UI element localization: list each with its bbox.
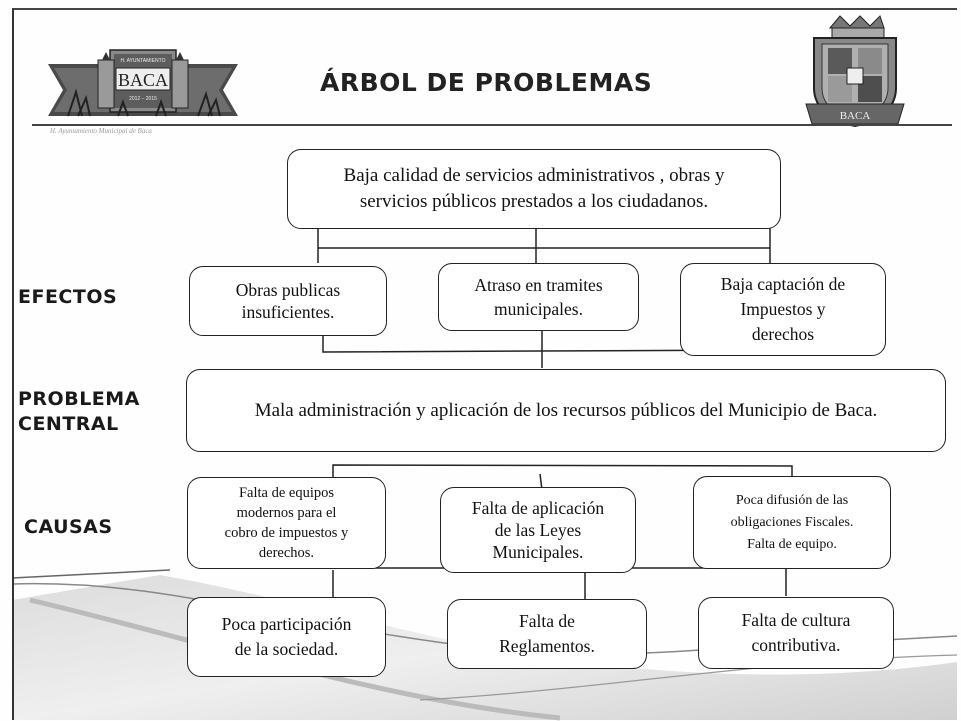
top-effect-box: Baja calidad de servicios administrativo… (287, 149, 781, 229)
root-cause-box-2: Falta de Reglamentos. (447, 599, 647, 669)
cause-2-line1: Falta de aplicación (471, 498, 605, 518)
root-cause-2-line1: Falta de (519, 611, 575, 631)
baca-municipal-logo: BACA H. AYUNTAMIENTO 2012 – 2015 (48, 49, 238, 117)
effect-2-line1: Atraso en tramites (474, 275, 603, 295)
cause-2-line2: de las Leyes (494, 520, 582, 540)
effect-3-line3: derechos (751, 324, 815, 344)
top-effect-line2: servicios públicos prestados a los ciuda… (359, 191, 709, 212)
root-cause-1-line2: de la sociedad. (234, 639, 339, 659)
root-cause-1-line1: Poca participación (221, 614, 352, 634)
cause-3-line3: Falta de equipo. (747, 536, 837, 552)
cause-3-line1: Poca difusión de las (735, 492, 849, 508)
effect-box-3: Baja captación de Impuestos y derechos (680, 263, 886, 356)
label-efectos: EFECTOS (18, 286, 118, 308)
label-causas: CAUSAS (24, 516, 113, 538)
effect-1-line1: Obras publicas (235, 280, 341, 300)
cause-1-line2: modernos para el (236, 505, 337, 521)
effect-1-line2: insuficientes. (241, 302, 335, 322)
effect-2-line2: municipales. (494, 299, 583, 319)
effect-box-2: Atraso en tramites municipales. (438, 263, 639, 331)
header-rule (32, 124, 952, 126)
effect-box-1: Obras publicas insuficientes. (189, 266, 387, 336)
top-effect-line1: Baja calidad de servicios administrativo… (343, 165, 725, 186)
logo-top-text: H. AYUNTAMIENTO (120, 58, 165, 64)
root-cause-3-line2: contributiva. (751, 635, 841, 655)
logo-sub-text: 2012 – 2015 (129, 96, 157, 102)
root-cause-box-3: Falta de cultura contributiva. (698, 597, 894, 669)
root-cause-2-line2: Reglamentos. (499, 636, 595, 656)
root-cause-3-line1: Falta de cultura (741, 610, 851, 630)
label-central: CENTRAL (18, 413, 119, 435)
slide-frame (12, 8, 957, 720)
cause-box-3: Poca difusión de las obligaciones Fiscal… (693, 476, 891, 569)
central-problem-text: Mala administración y aplicación de los … (254, 399, 878, 421)
cause-1-line4: derechos. (258, 545, 315, 561)
logo-caption: H. Ayuntamiento Municipal de Baca (50, 127, 152, 135)
logo-text: BACA (118, 70, 168, 90)
coat-of-arms-banner: BACA (840, 110, 871, 122)
central-problem-box: Mala administración y aplicación de los … (186, 369, 946, 452)
page-title: ÁRBOL DE PROBLEMAS (320, 68, 653, 97)
effect-3-line2: Impuestos y (740, 299, 826, 319)
cause-box-1: Falta de equipos modernos para el cobro … (187, 477, 386, 569)
cause-2-line3: Municipales. (492, 542, 584, 562)
coat-of-arms-logo: BACA (805, 15, 905, 128)
cause-1-line1: Falta de equipos (238, 485, 335, 501)
label-problema: PROBLEMA (18, 388, 140, 410)
cause-1-line3: cobro de impuestos y (224, 525, 349, 541)
effect-3-line1: Baja captación de (720, 274, 846, 294)
cause-box-2: Falta de aplicación de las Leyes Municip… (440, 487, 636, 573)
cause-3-line2: obligaciones Fiscales. (730, 514, 854, 530)
root-cause-box-1: Poca participación de la sociedad. (187, 597, 386, 677)
